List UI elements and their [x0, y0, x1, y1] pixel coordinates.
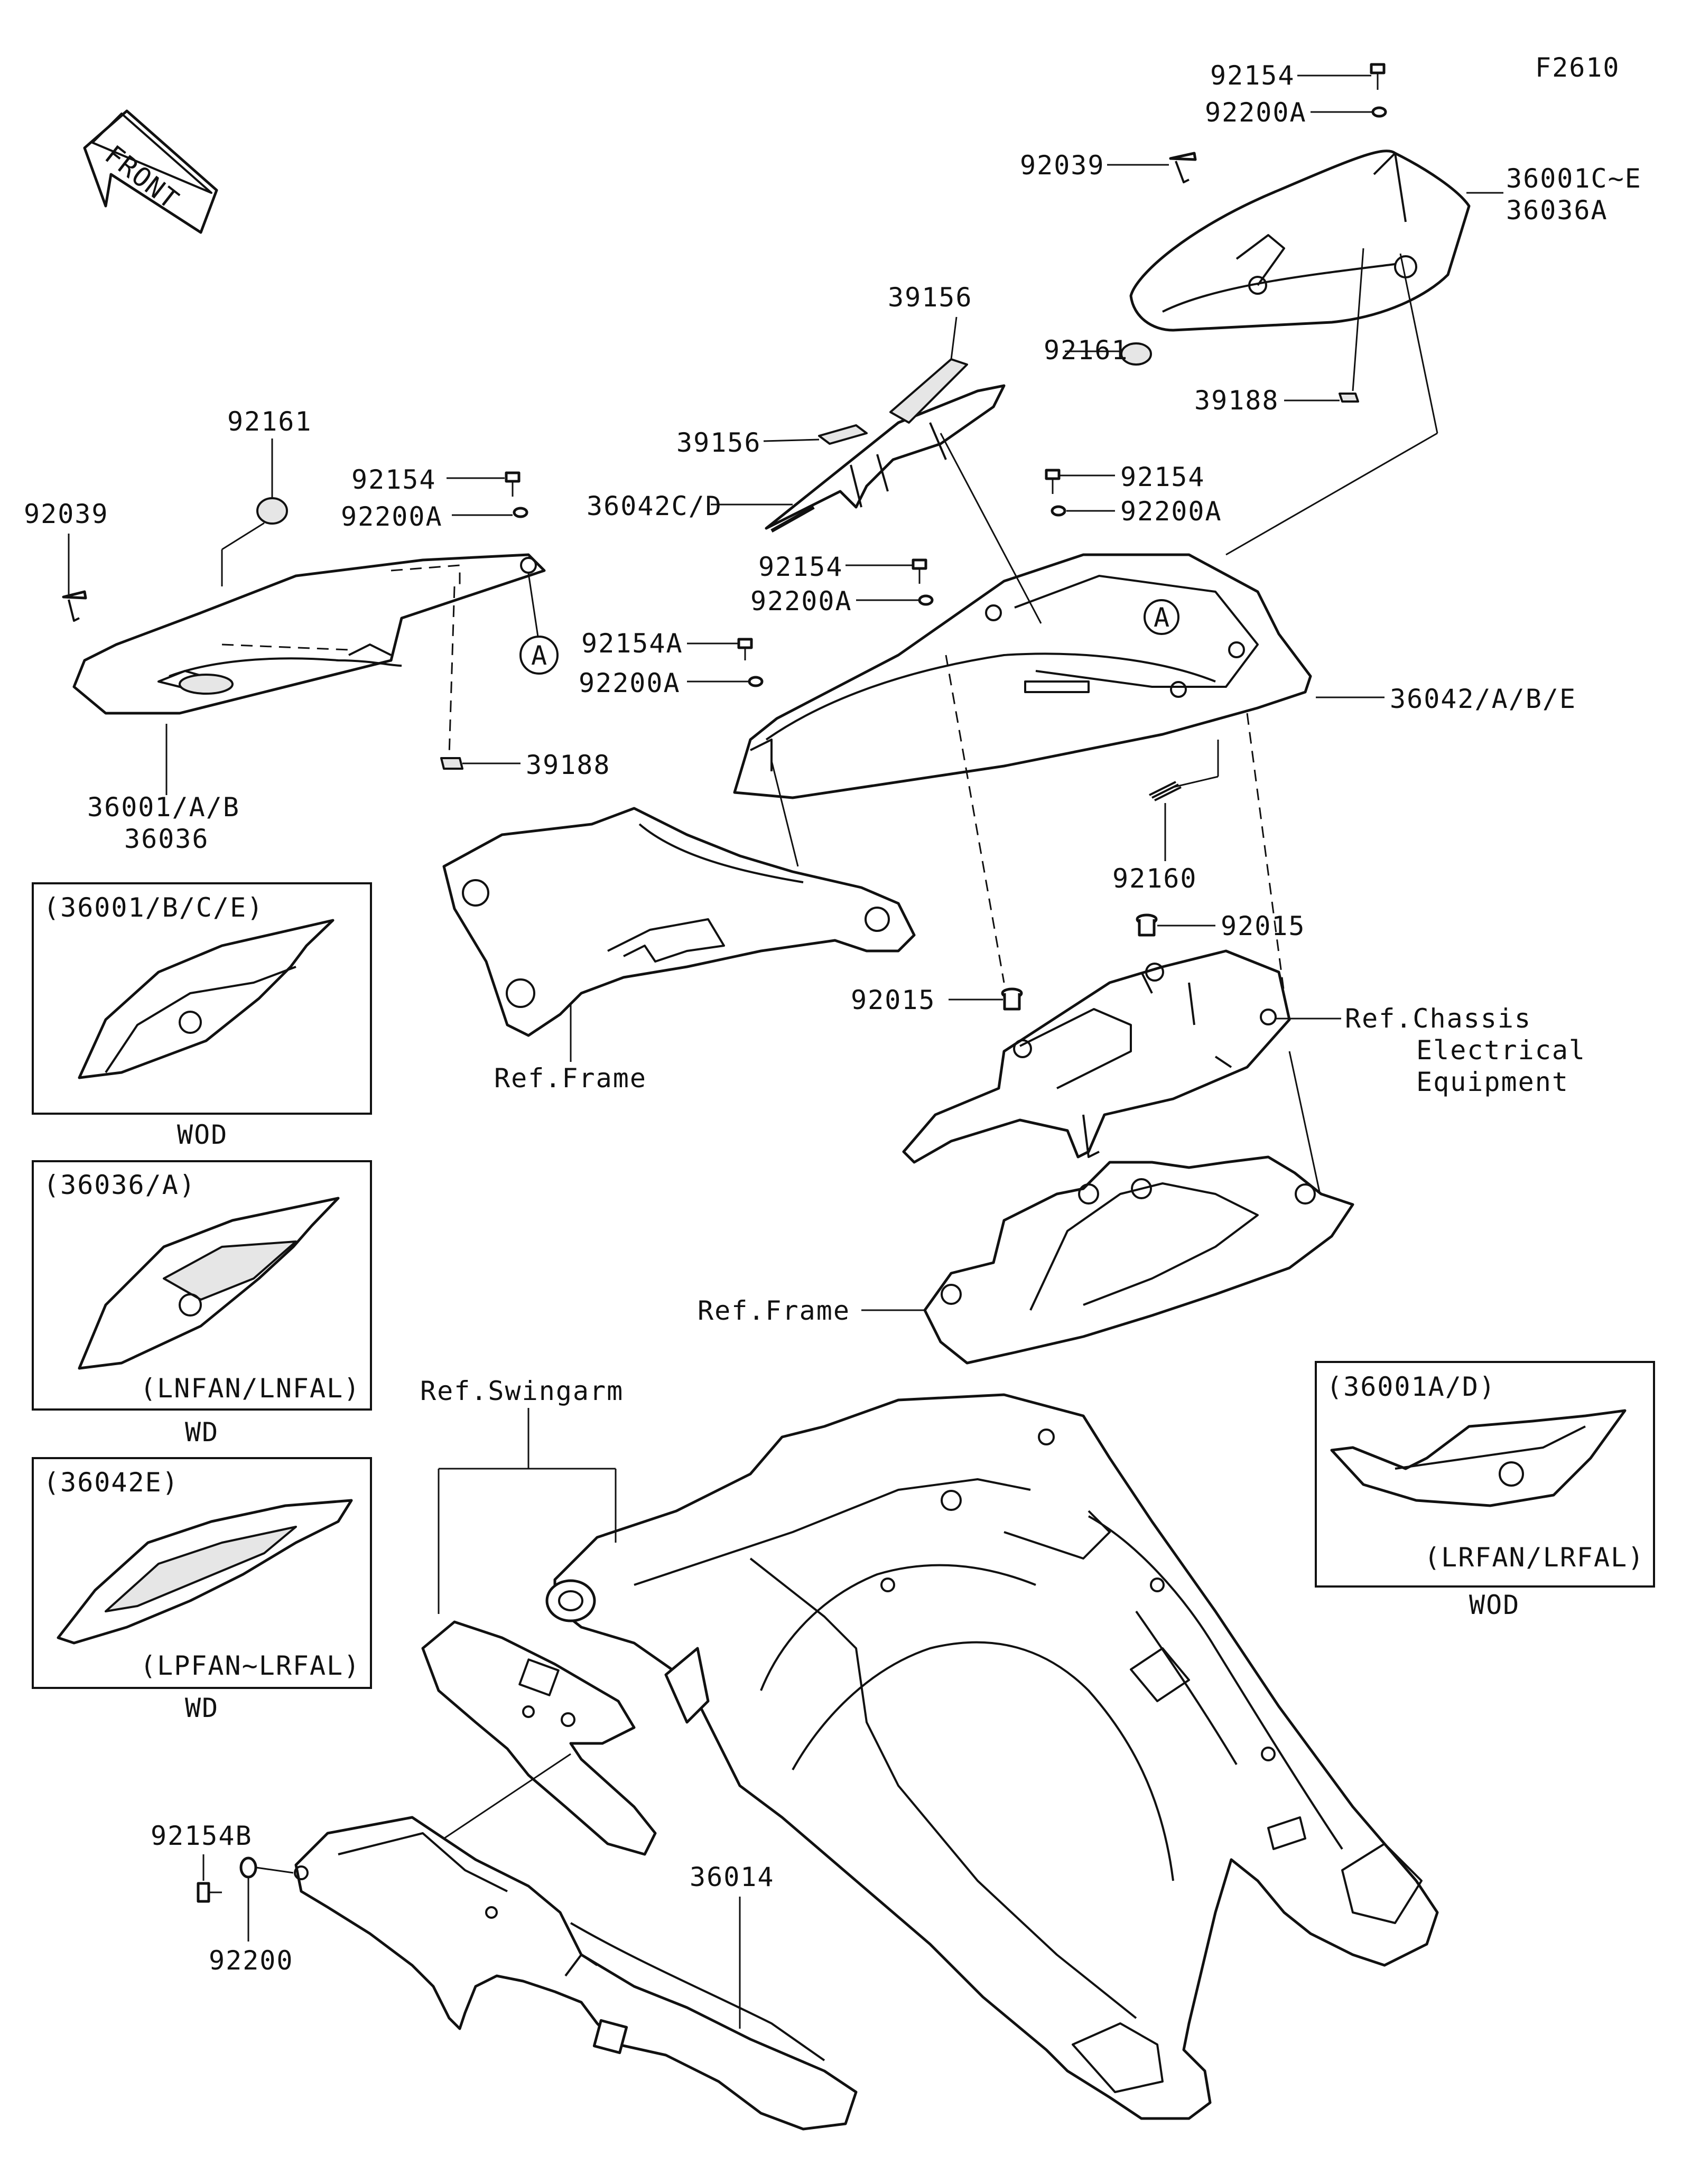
label-92039-right: 92039	[1020, 150, 1105, 181]
variant-box-36042E	[32, 1457, 372, 1689]
swingarm-bracket	[664, 1647, 710, 1724]
label-36014: 36014	[690, 1862, 775, 1892]
rivet-92039-right	[1169, 152, 1197, 183]
variant-box-36001AD	[1315, 1361, 1655, 1588]
front-arrow-icon: FRONT	[83, 109, 218, 234]
rear-subframe-rail	[442, 807, 916, 1037]
grommet-92161-left	[256, 497, 288, 525]
chain-slider	[421, 1620, 657, 1856]
label-39156-left: 39156	[676, 427, 761, 458]
label-92154-left: 92154	[351, 464, 436, 495]
pad-39188-left	[440, 757, 463, 770]
label-92160: 92160	[1112, 863, 1197, 894]
screw-92154-mid-r	[1045, 469, 1061, 494]
pad-39156-top	[889, 358, 968, 424]
pad-39156-left	[818, 424, 868, 445]
variant-2-cowl-icon	[78, 1197, 340, 1370]
label-ref-chassis-3: Equipment	[1416, 1067, 1569, 1097]
seat-cowl-left	[72, 553, 546, 715]
rear-frame-lower	[923, 1155, 1354, 1365]
variant-3-caption: WD	[185, 1693, 219, 1723]
washer-92200A-mid-c	[918, 594, 934, 606]
washer-92200A-mid-l	[748, 676, 764, 687]
label-92154-top: 92154	[1210, 60, 1295, 91]
label-39188-left: 39188	[526, 750, 611, 780]
label-92154-mid-c: 92154	[758, 552, 843, 582]
label-92015-right: 92015	[1221, 911, 1306, 941]
collar-92015-left	[1001, 987, 1023, 1011]
figure-id: F2610	[1535, 52, 1620, 83]
label-92154-mid-r: 92154	[1120, 462, 1205, 492]
callout-a-right-label: A	[1154, 602, 1170, 633]
variant-3-note: (LPFAN~LRFAL)	[140, 1650, 360, 1681]
label-ref-frame-upper: Ref.Frame	[494, 1063, 647, 1094]
label-39188-right: 39188	[1194, 385, 1279, 416]
washer-92200	[239, 1856, 257, 1879]
chain-cover	[294, 1816, 858, 2131]
callout-a-left	[519, 636, 559, 675]
callout-a-left-label: A	[531, 640, 548, 671]
label-92154B: 92154B	[151, 1821, 253, 1851]
label-ref-frame-lower: Ref.Frame	[698, 1295, 850, 1326]
label-92200A-left: 92200A	[341, 501, 443, 532]
variant-4-cowl-icon	[1330, 1409, 1627, 1507]
label-92200: 92200	[209, 1945, 294, 1976]
label-92200A-top: 92200A	[1205, 97, 1307, 128]
screw-92154-top	[1370, 63, 1386, 90]
label-36001AB: 36001/A/B	[87, 792, 240, 823]
washer-92200A-mid-r	[1051, 505, 1066, 517]
screw-92154-mid-c	[912, 558, 927, 584]
grommet-92161-right	[1120, 342, 1152, 366]
variant-4-title: (36001A/D)	[1326, 1371, 1496, 1402]
variant-4-caption: WOD	[1469, 1590, 1520, 1620]
variant-box-36001BCE	[32, 882, 372, 1115]
variant-2-caption: WD	[185, 1417, 219, 1448]
label-ref-chassis-1: Ref.Chassis	[1345, 1003, 1531, 1034]
label-ref-swingarm: Ref.Swingarm	[420, 1376, 624, 1406]
label-92200A-mid-c: 92200A	[750, 586, 852, 617]
label-36036: 36036	[124, 824, 209, 854]
variant-4-note: (LRFAN/LRFAL)	[1424, 1542, 1644, 1573]
pad-39188-right	[1339, 393, 1359, 403]
label-92161-left: 92161	[227, 406, 312, 437]
seat-cowl-right	[1129, 150, 1471, 332]
variant-1-title: (36001/B/C/E)	[43, 892, 264, 923]
swingarm	[545, 1393, 1439, 2120]
washer-92200A-top	[1371, 106, 1387, 118]
label-92161-right: 92161	[1044, 335, 1129, 366]
screw-92154A	[737, 638, 753, 660]
callout-a-right	[1144, 599, 1179, 635]
collar-92015-right	[1136, 913, 1158, 937]
variant-1-caption: WOD	[177, 1119, 228, 1150]
variant-box-36036A	[32, 1160, 372, 1411]
electrical-tray	[902, 949, 1291, 1164]
seat-cover-center	[733, 553, 1312, 799]
variant-3-title: (36042E)	[43, 1467, 179, 1498]
label-92039-left: 92039	[24, 499, 109, 529]
label-36042C-D: 36042C/D	[587, 491, 722, 521]
rivet-92039-left	[62, 590, 87, 622]
label-92015-left: 92015	[851, 985, 936, 1015]
label-36036A: 36036A	[1506, 195, 1608, 226]
label-92200A-mid-r: 92200A	[1120, 496, 1222, 527]
seat-hook-bracket	[765, 384, 1006, 533]
variant-1-cowl-icon	[78, 919, 335, 1079]
washer-92200A-left	[513, 507, 528, 518]
label-36042ABE: 36042/A/B/E	[1390, 684, 1576, 714]
label-92154A: 92154A	[581, 628, 683, 659]
screw-92154-left	[505, 471, 521, 497]
variant-2-note: (LNFAN/LNFAL)	[140, 1373, 360, 1404]
screw-92154B	[197, 1882, 222, 1903]
spring-92160	[1149, 781, 1182, 801]
label-39156-top: 39156	[888, 282, 973, 313]
variant-3-cover-icon	[57, 1499, 353, 1645]
variant-2-title: (36036/A)	[43, 1170, 196, 1200]
label-ref-chassis-2: Electrical	[1416, 1035, 1586, 1066]
label-92200A-mid-l: 92200A	[579, 668, 681, 698]
label-36001C-E: 36001C~E	[1506, 163, 1642, 194]
